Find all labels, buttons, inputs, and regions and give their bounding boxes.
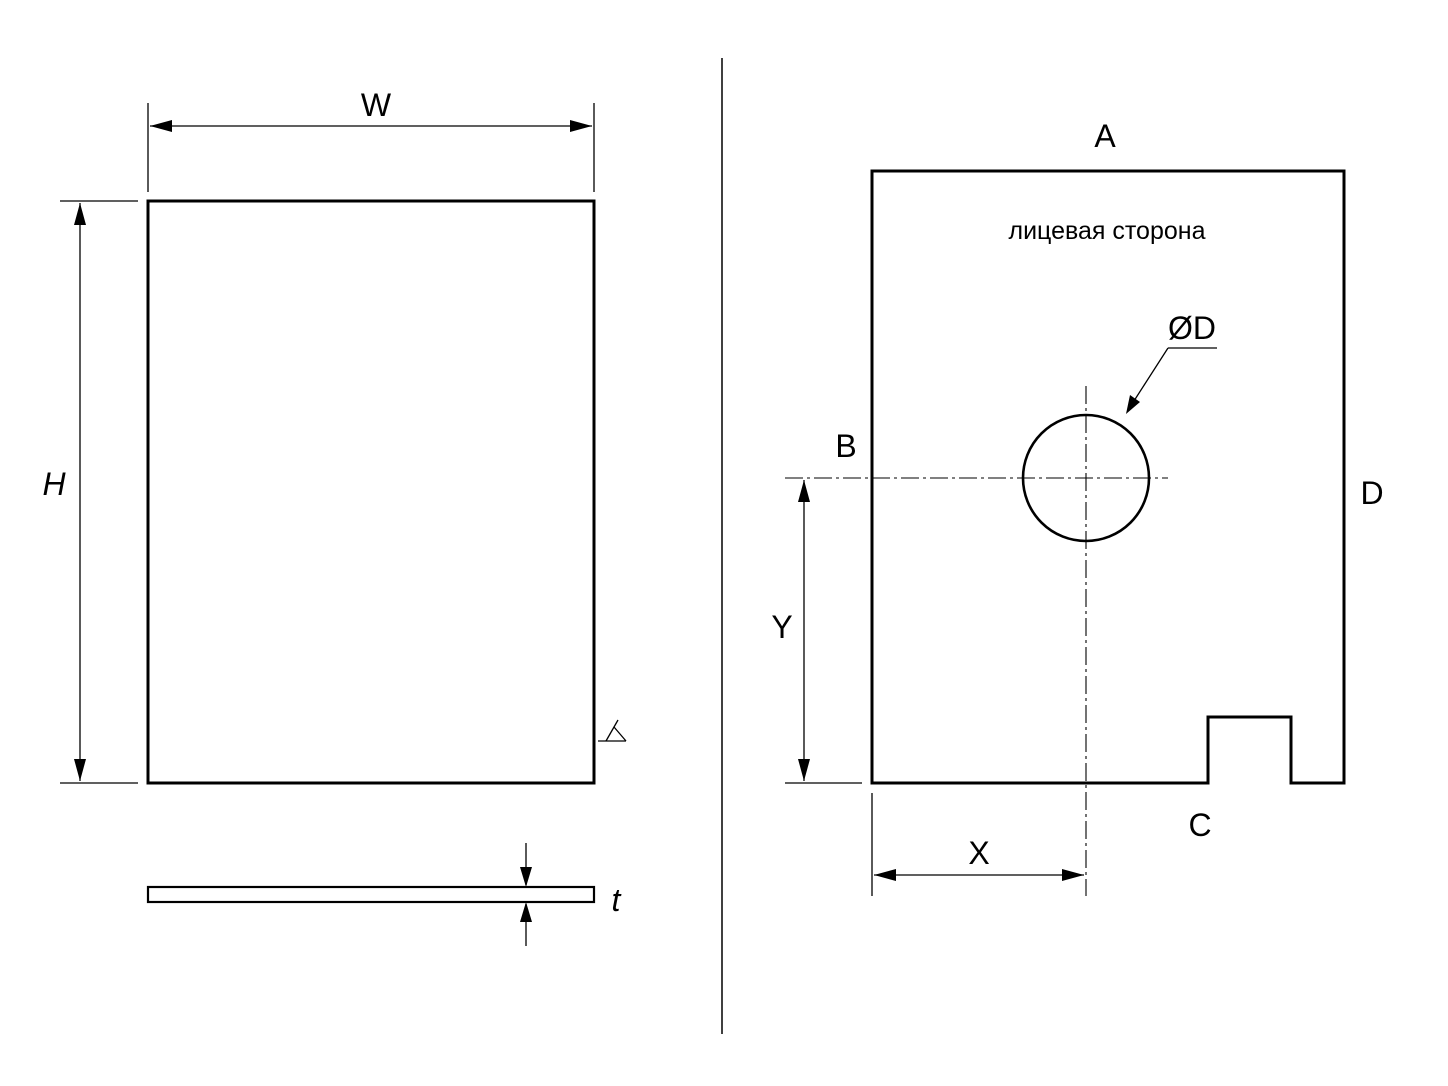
x-label: X: [968, 835, 989, 871]
panel-back-outline: [870, 169, 1346, 785]
left-view: W H t: [42, 87, 627, 946]
width-dimension: W: [147, 87, 595, 192]
diameter-leader: ØD: [1126, 310, 1217, 414]
panel-edge-outline: [146, 885, 596, 904]
side-b-label: B: [835, 428, 856, 464]
thickness-dimension: t: [520, 843, 622, 946]
right-view: A B C D лицевая сторона ØD Y: [771, 118, 1384, 896]
side-c-label: C: [1188, 807, 1211, 843]
panel-front-outline: [146, 199, 596, 785]
surface-mark-symbol: [598, 719, 627, 742]
height-dimension: H: [42, 200, 138, 784]
y-label: Y: [771, 609, 792, 645]
x-dimension: X: [871, 793, 1084, 896]
diameter-label: ØD: [1168, 310, 1216, 346]
thickness-label: t: [612, 882, 622, 918]
side-d-label: D: [1360, 475, 1383, 511]
face-side-note: лицевая сторона: [1009, 217, 1206, 245]
y-dimension: Y: [771, 480, 862, 784]
side-a-label: A: [1094, 118, 1116, 154]
height-label: H: [42, 466, 66, 502]
width-label: W: [361, 87, 392, 123]
